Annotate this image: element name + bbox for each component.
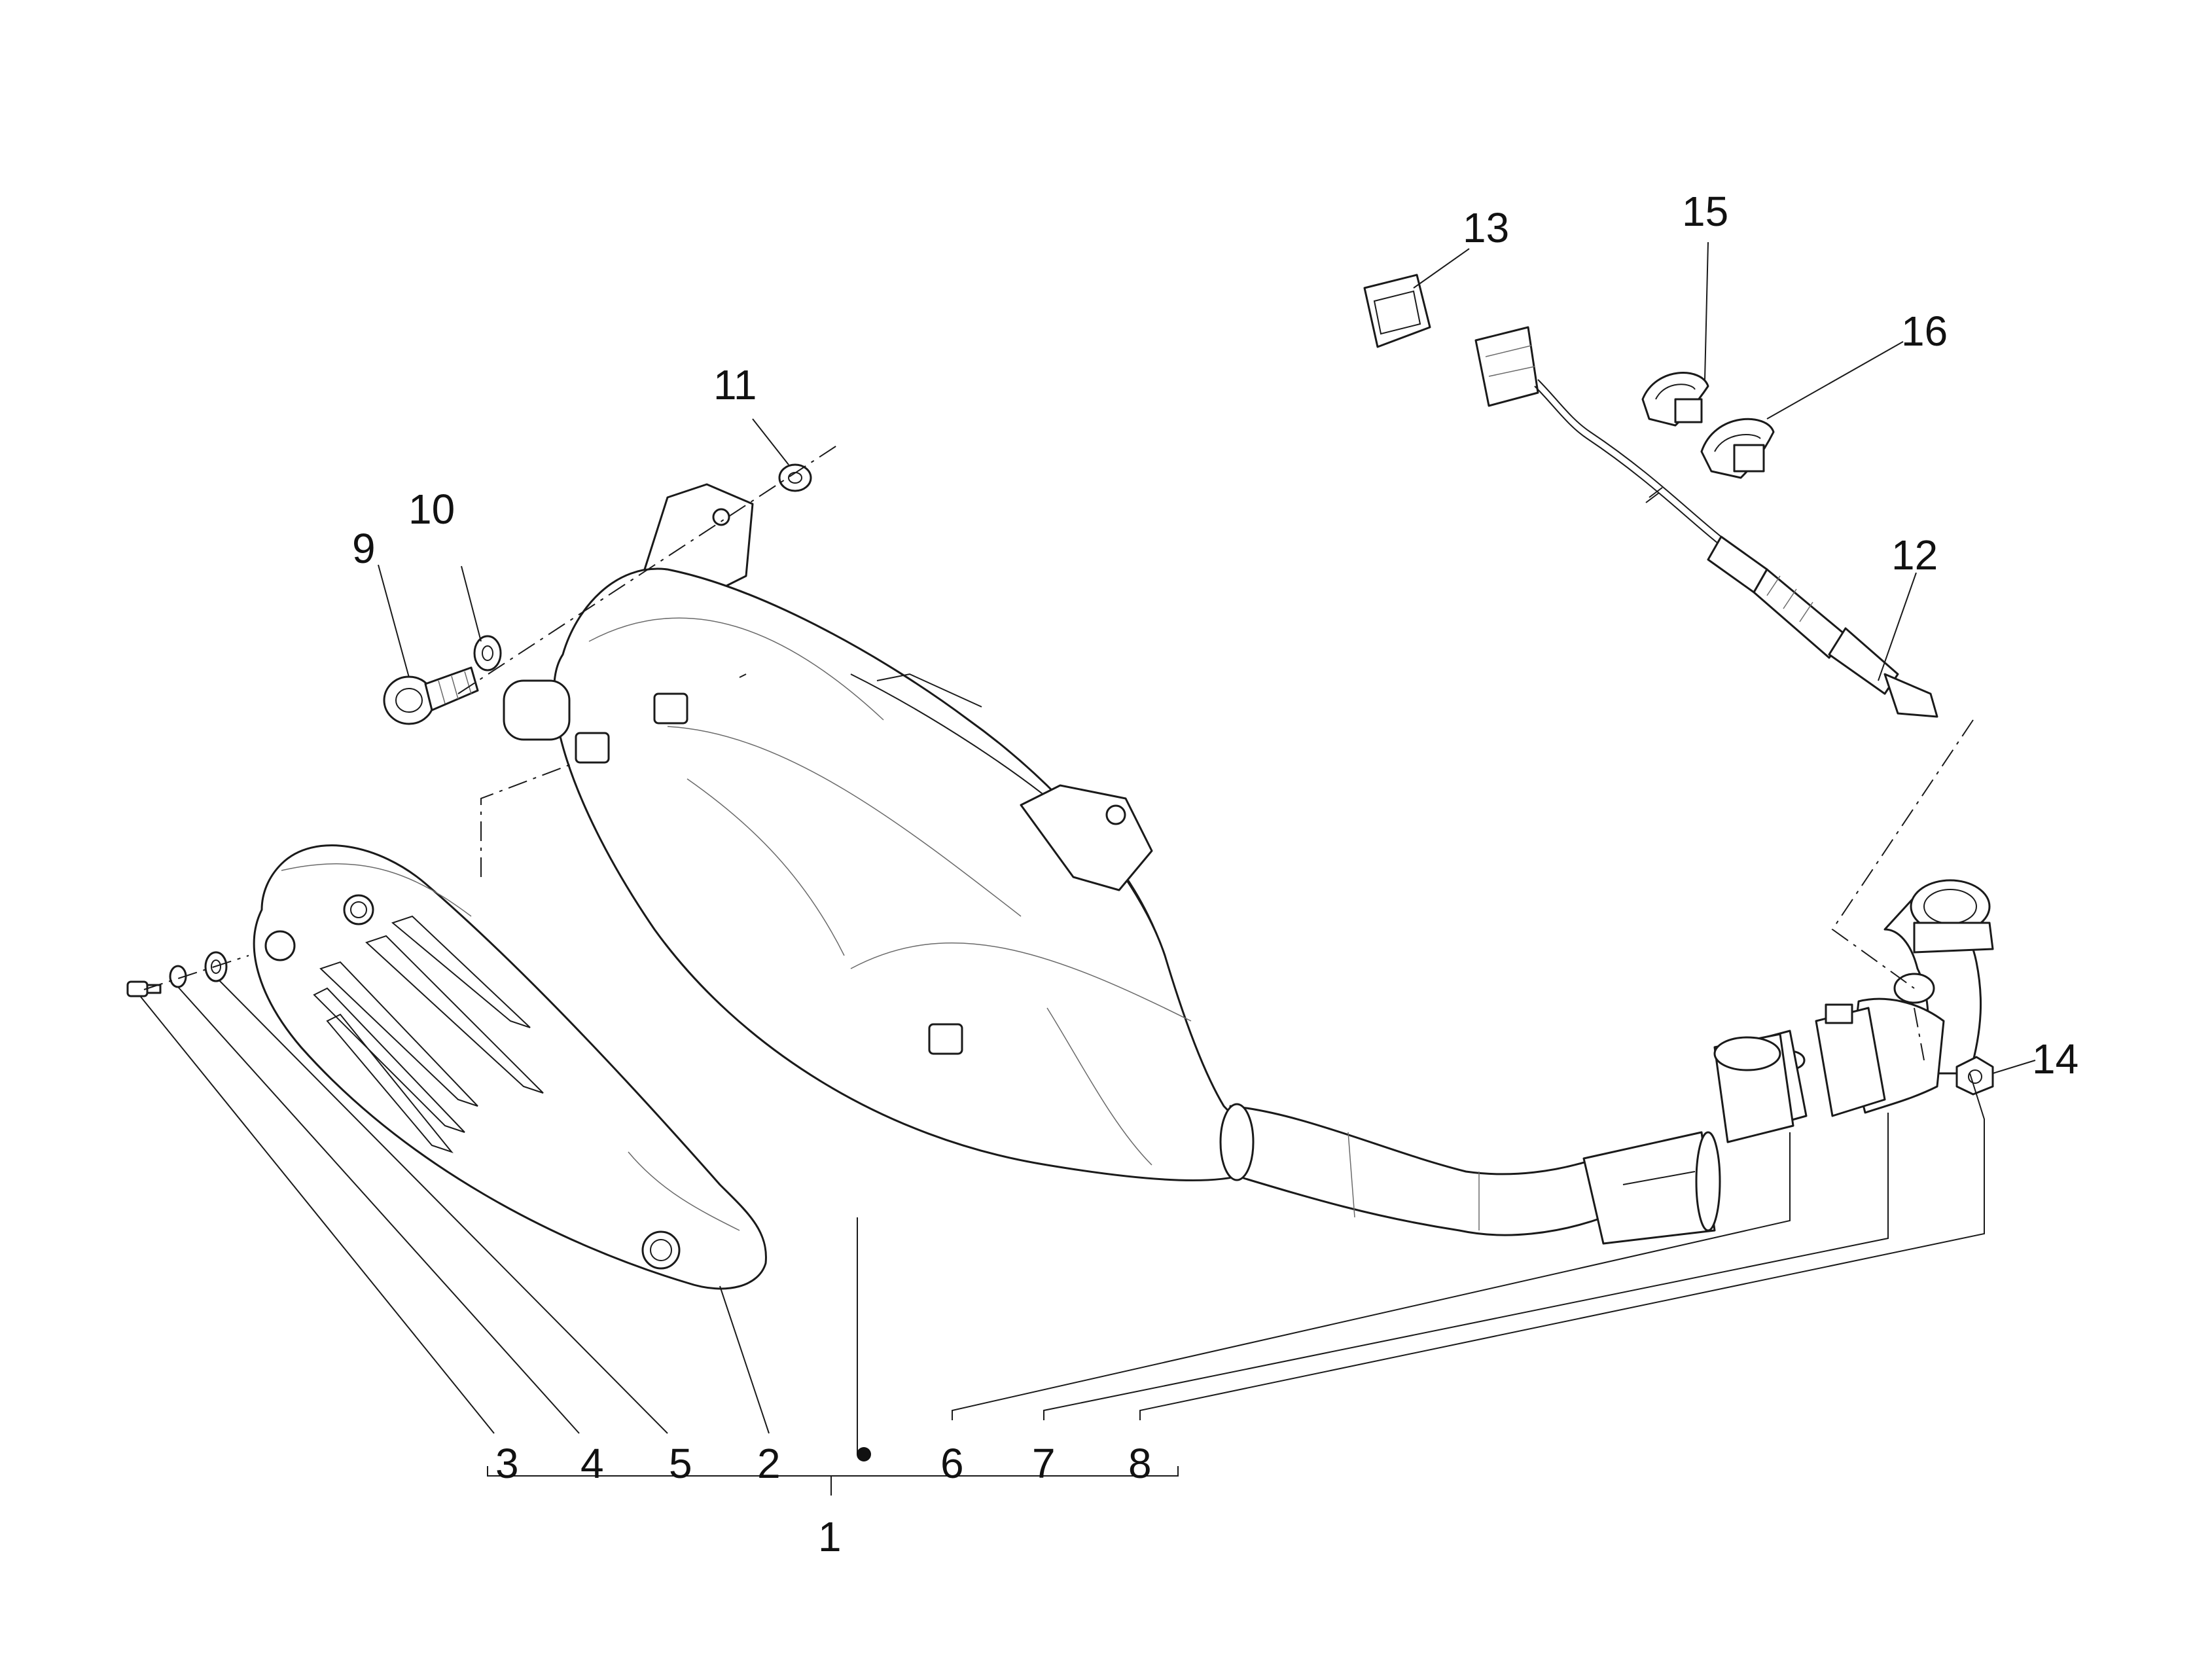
callout-labels: 1 2 3 4 5 6 7 8 9 10 11 12 13 14 15 16: [352, 188, 2078, 1560]
align-screw-shield: [143, 955, 249, 990]
callout-7: 7: [1032, 1440, 1056, 1487]
leader-lines: [140, 242, 2036, 1496]
exhaust-clamp: [1815, 1003, 1886, 1117]
pipe-sleeve: [1713, 1033, 1794, 1143]
callout-1: 1: [818, 1513, 842, 1560]
muffler-body: [503, 483, 1721, 1245]
callout-4: 4: [580, 1440, 604, 1487]
align-bolt-bracket: [457, 444, 838, 694]
callout-14: 14: [2032, 1035, 2078, 1083]
mount-bolt: [383, 666, 479, 725]
align-sensor-elbow: [1831, 719, 1974, 989]
callout-8: 8: [1128, 1440, 1152, 1487]
callout-10: 10: [408, 486, 455, 533]
callout-11: 11: [713, 361, 757, 408]
align-nut-elbow: [1914, 1007, 1925, 1061]
connector-cap: [1363, 274, 1431, 348]
callout-6: 6: [940, 1440, 964, 1487]
heat-shield: [253, 844, 767, 1290]
callout-12: 12: [1891, 531, 1938, 579]
callout-13: 13: [1463, 204, 1509, 251]
lambda-sensor: [1474, 326, 1938, 718]
callout-5: 5: [669, 1440, 692, 1487]
flange-nut: [1955, 1056, 1994, 1096]
cable-clamp-15: [1641, 372, 1709, 427]
mount-washer-11: [778, 463, 812, 492]
mount-washer-10: [473, 635, 502, 672]
callout-16: 16: [1901, 308, 1948, 355]
cable-clamp-16: [1700, 418, 1775, 479]
align-shield-body: [480, 762, 577, 877]
callout-2: 2: [757, 1440, 781, 1487]
callout-15: 15: [1682, 188, 1728, 235]
callout-3: 3: [495, 1440, 519, 1487]
callout-9: 9: [352, 525, 376, 572]
